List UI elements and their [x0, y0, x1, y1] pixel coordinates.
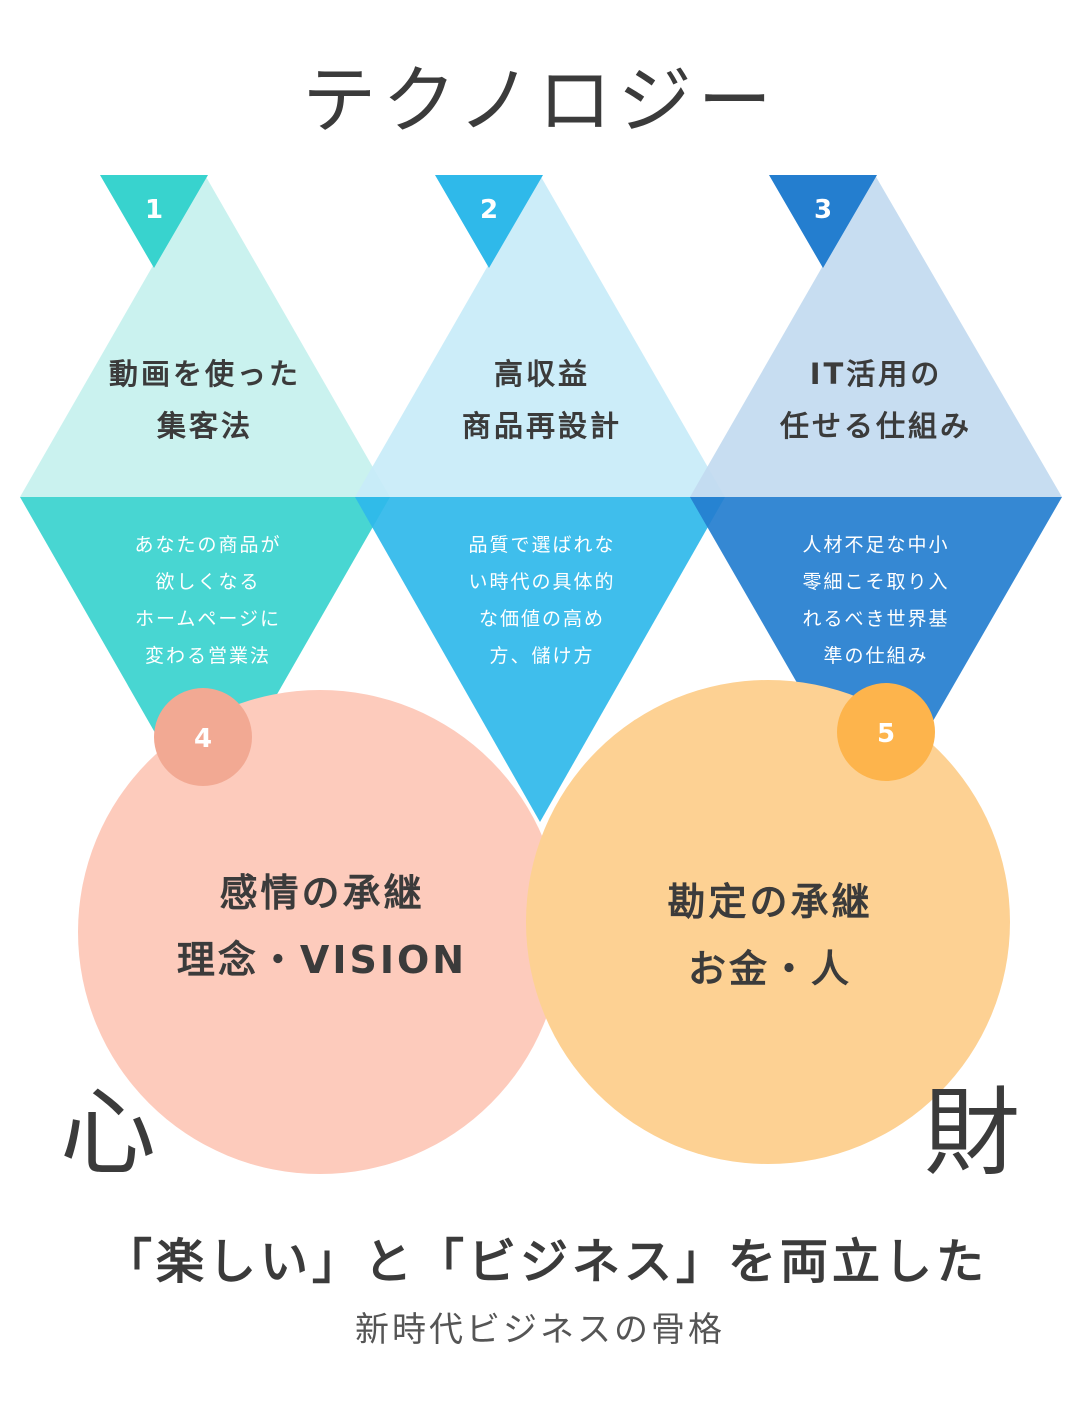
- diamond-2-number: 2: [480, 195, 498, 225]
- diamond-2-lower-triangle: [355, 497, 725, 822]
- footer-subline: 新時代ビジネスの骨格: [355, 1310, 725, 1350]
- diamond-1-title-line-2: 集客法: [156, 409, 253, 443]
- diamond-3-desc-line-2: 零細こそ取り入: [802, 571, 949, 593]
- circle-5-number: 5: [877, 719, 895, 749]
- circle-4-title-line-1: 感情の承継: [219, 871, 424, 915]
- diamond-2-number-marker: [435, 175, 543, 268]
- diamond-2-upper-triangle: [355, 175, 725, 497]
- diamond-1-number-marker: [100, 175, 208, 268]
- page-title: テクノロジー: [302, 58, 778, 144]
- diamond-1-desc-line-4: 変わる営業法: [145, 645, 271, 667]
- diamond-2-desc-line-1: 品質で選ばれな: [468, 534, 615, 556]
- diamond-1-lower-triangle: [20, 497, 390, 820]
- diamond-1-upper-triangle: [20, 175, 390, 497]
- diamond-2-title-line-2: 商品再設計: [462, 409, 622, 443]
- circle-5-title-line-1: 勘定の承継: [667, 880, 872, 924]
- kanji-kokoro: 心: [60, 1077, 156, 1189]
- diamond-3: 3 IT活用の 任せる仕組み 人材不足な中小 零細こそ取り入 れるべき世界基 準…: [690, 175, 1062, 820]
- circle-4-shape: [78, 690, 562, 1174]
- diamond-3-title-line-1: IT活用の: [810, 357, 943, 391]
- circle-5: 5 勘定の承継 お金・人: [526, 680, 1010, 1164]
- diamond-1-desc-line-2: 欲しくなる: [155, 571, 260, 593]
- diamond-1-title-line-1: 動画を使った: [109, 357, 301, 391]
- diamond-1-desc-line-1: あなたの商品が: [134, 534, 281, 556]
- diamond-3-desc-line-1: 人材不足な中小: [802, 534, 949, 556]
- diamond-3-number: 3: [814, 195, 832, 225]
- circle-4-number: 4: [194, 724, 212, 754]
- circle-4-title-line-2: 理念・VISION: [177, 938, 467, 982]
- diamond-2-desc-line-2: い時代の具体的: [468, 571, 615, 593]
- diamond-3-title-line-2: 任せる仕組み: [779, 409, 972, 443]
- circle-5-title-line-2: お金・人: [688, 947, 852, 991]
- diamond-2: 2 高収益 商品再設計 品質で選ばれな い時代の具体的 な価値の高め 方、儲け方: [355, 175, 725, 822]
- diamond-1-number: 1: [145, 195, 163, 225]
- diamond-2-desc-line-3: な価値の高め: [479, 608, 605, 630]
- kanji-zai: 財: [924, 1077, 1020, 1189]
- diamond-3-lower-triangle: [690, 497, 1062, 820]
- diamond-1: 1 動画を使った 集客法 あなたの商品が 欲しくなる ホームページに 変わる営業…: [20, 175, 390, 820]
- diamond-3-number-marker: [769, 175, 877, 268]
- footer-headline: 「楽しい」と「ビジネス」を両立した: [104, 1234, 988, 1290]
- diamond-3-desc-line-3: れるべき世界基: [802, 608, 949, 630]
- circle-5-number-badge: [837, 683, 935, 781]
- diamond-2-desc-line-4: 方、儲け方: [489, 645, 594, 667]
- diamond-1-desc-line-3: ホームページに: [135, 608, 281, 630]
- diamond-3-desc-line-4: 準の仕組み: [823, 645, 928, 667]
- circle-5-shape: [526, 680, 1010, 1164]
- circle-4-number-badge: [154, 688, 252, 786]
- diamond-3-upper-triangle: [690, 175, 1062, 497]
- circle-4: 4 感情の承継 理念・VISION: [78, 688, 562, 1174]
- diamond-2-title-line-1: 高収益: [494, 357, 590, 391]
